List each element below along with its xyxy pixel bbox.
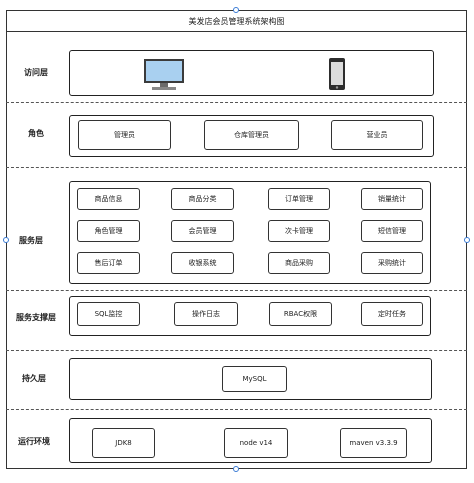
persistence-layer-panel xyxy=(69,358,432,400)
monitor-icon xyxy=(142,57,186,91)
layer-divider xyxy=(6,409,467,410)
layer-label-runtime: 运行环境 xyxy=(18,437,50,446)
resize-handle-bottom[interactable] xyxy=(233,466,239,472)
layer-divider xyxy=(6,102,467,103)
support-scheduled-task-box: 定时任务 xyxy=(361,302,423,326)
service-role-management-box: 角色管理 xyxy=(77,220,140,242)
runtime-jdk-box: JDK8 xyxy=(92,428,155,458)
runtime-maven-box: maven v3.3.9 xyxy=(340,428,407,458)
runtime-node-box: node v14 xyxy=(224,428,288,458)
role-warehouse-admin-box: 仓库管理员 xyxy=(204,120,299,150)
service-product-info-box: 商品信息 xyxy=(77,188,140,210)
layer-divider xyxy=(6,290,467,291)
layer-divider xyxy=(6,167,467,168)
diagram-title: 美发店会员管理系统架构图 xyxy=(188,17,285,26)
resize-handle-top[interactable] xyxy=(233,7,239,13)
service-cashier-box: 收银系统 xyxy=(171,252,234,274)
access-layer-panel xyxy=(69,50,434,96)
service-sms-management-box: 短信管理 xyxy=(361,220,423,242)
support-operation-log-box: 操作日志 xyxy=(174,302,238,326)
service-product-category-box: 商品分类 xyxy=(171,188,234,210)
layer-label-service: 服务层 xyxy=(19,236,43,245)
layer-label-support: 服务支撑层 xyxy=(16,313,56,322)
runtime-layer-panel xyxy=(69,418,432,463)
role-layer-panel xyxy=(69,115,434,157)
service-sales-stats-box: 销量统计 xyxy=(361,188,423,210)
service-order-management-box: 订单管理 xyxy=(268,188,330,210)
support-layer-panel xyxy=(69,296,431,336)
layer-label-access: 访问层 xyxy=(24,68,48,77)
layer-label-persistence: 持久层 xyxy=(22,374,46,383)
support-sql-monitor-box: SQL监控 xyxy=(77,302,140,326)
resize-handle-left[interactable] xyxy=(3,237,9,243)
support-rbac-box: RBAC权限 xyxy=(269,302,332,326)
layer-label-role: 角色 xyxy=(28,129,44,138)
persistence-mysql-box: MySQL xyxy=(222,366,287,392)
title-bar xyxy=(6,10,467,32)
service-card-management-box: 次卡管理 xyxy=(268,220,330,242)
resize-handle-right[interactable] xyxy=(464,237,470,243)
role-salesclerk-box: 营业员 xyxy=(331,120,423,150)
service-aftersale-order-box: 售后订单 xyxy=(77,252,140,274)
service-purchase-stats-box: 采购统计 xyxy=(361,252,423,274)
phone-icon xyxy=(328,57,346,91)
service-layer-panel xyxy=(69,181,431,284)
service-purchase-box: 商品采购 xyxy=(268,252,330,274)
role-admin-box: 管理员 xyxy=(78,120,171,150)
service-member-management-box: 会员管理 xyxy=(171,220,234,242)
layer-divider xyxy=(6,350,467,351)
